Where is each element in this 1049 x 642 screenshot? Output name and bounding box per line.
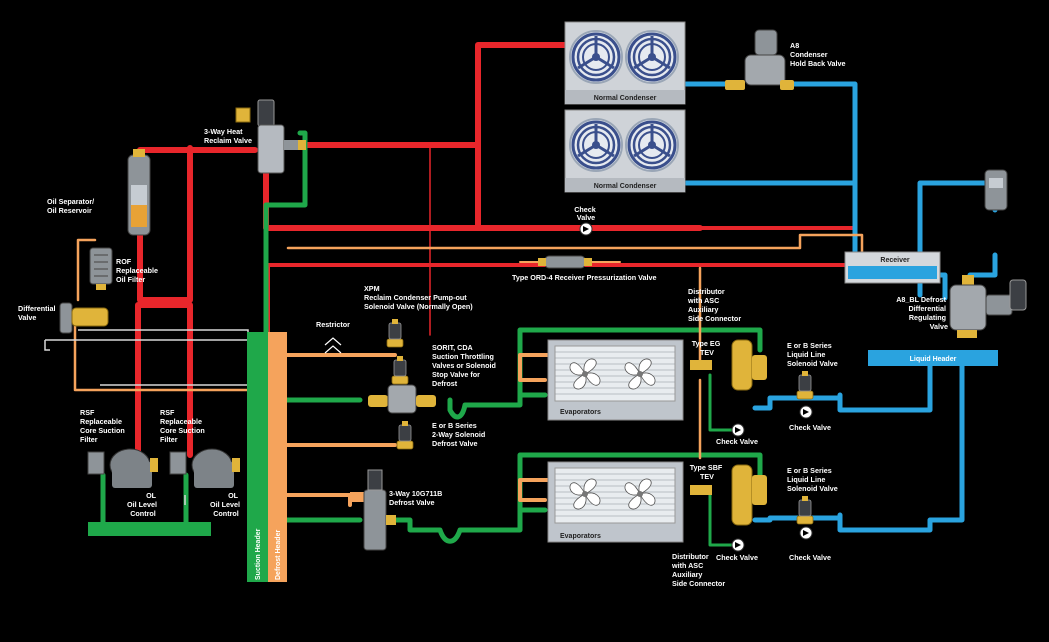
normal-condenser-bottom — [564, 109, 686, 193]
receiver-label: Receiver — [880, 257, 909, 264]
differential-valve-label: Differential Valve — [18, 304, 58, 322]
a8-hold-back-valve — [725, 29, 794, 90]
three-way-heat-label: 3-Way Heat Reclaim Valve — [204, 127, 252, 145]
hot-gas-line-receiver — [266, 226, 857, 347]
check-valve-4-label: Check Valve — [789, 553, 831, 562]
suction-header — [247, 332, 268, 582]
liquid-header-label: Liquid Header — [910, 356, 957, 363]
compressor-1 — [87, 448, 158, 488]
sorit-suction-throttling-valve — [368, 355, 436, 414]
liquid-line-solenoid-bottom — [796, 495, 814, 525]
check-valve-4 — [799, 526, 813, 540]
ol-2-label: OL Oil Level Control — [210, 491, 242, 518]
oil-separator-label: Oil Separator/ Oil Reservoir — [47, 197, 96, 215]
sorit-label: SORIT, CDA Suction Throttling Valves or … — [432, 343, 498, 388]
evaporator-top — [547, 339, 684, 421]
liquid-line-bottom-label: E or B Series Liquid Line Solenoid Valve — [787, 466, 838, 493]
type-eg-label: Type EG TEV — [692, 339, 723, 357]
rsf-2-label: RSF Replaceable Core Suction Filter — [160, 408, 207, 444]
type-eg-tev — [690, 339, 767, 391]
suction-line-bottom — [284, 452, 763, 544]
normal-condenser-top — [564, 21, 686, 105]
liquid-header — [868, 350, 998, 366]
restrictor — [324, 337, 342, 354]
ord4-receiver-pressurization-valve — [538, 255, 592, 269]
type-sbf-label: Type SBF TEV — [690, 463, 725, 481]
defrost-header-label: Defrost Header — [275, 530, 282, 580]
ord4-label: Type ORD-4 Receiver Pressurization Valve — [512, 273, 656, 282]
three-way-10g711b-valve — [350, 469, 396, 551]
defrost-line — [285, 353, 550, 507]
condenser-bottom-label: Normal Condenser — [594, 183, 657, 190]
three-way-10g-label: 3-Way 10G711B Defrost Valve — [389, 489, 444, 507]
liquid-line-top — [683, 81, 858, 258]
check-valve-top — [579, 222, 593, 236]
rof-oil-filter — [89, 247, 113, 290]
two-way-defrost-solenoid — [396, 420, 414, 450]
check-valve-2-label: Check Valve — [789, 423, 831, 432]
ol-1-label: OL Oil Level Control — [127, 491, 159, 518]
check-valve-3-label: Check Valve — [716, 553, 758, 562]
a8-label: A8 Condenser Hold Back Valve — [790, 41, 846, 68]
suction-line-top — [263, 130, 763, 420]
rsf-1-label: RSF Replaceable Core Suction Filter — [80, 408, 127, 444]
check-valve-2 — [799, 405, 813, 419]
distributor-top-label: Distributor with ASC Auxiliary Side Conn… — [687, 287, 741, 323]
liquid-line-solenoid-top — [796, 370, 814, 400]
check-valve-3 — [731, 538, 745, 552]
liquid-line-filter-drier — [984, 169, 1008, 211]
compressor-2 — [169, 448, 240, 488]
evaporator-bottom-label: Evaporators — [560, 533, 601, 540]
oil-separator — [127, 149, 151, 236]
evaporator-top-label: Evaporators — [560, 409, 601, 416]
liquid-line-header — [752, 357, 965, 533]
check-valve-top-label: Check Valve — [574, 205, 598, 222]
rof-label: ROF Replaceable Oil Filter — [116, 257, 160, 284]
differential-valve — [59, 302, 109, 334]
xpm-label: XPM Reclaim Condenser Pump-out Solenoid … — [364, 284, 473, 311]
two-way-solenoid-label: E or B Series 2-Way Solenoid Defrost Val… — [432, 421, 487, 448]
evaporator-bottom — [547, 461, 684, 543]
condenser-top-label: Normal Condenser — [594, 95, 657, 102]
xpm-solenoid-valve — [386, 318, 404, 348]
liquid-line-top-label: E or B Series Liquid Line Solenoid Valve — [787, 341, 838, 368]
check-valve-1-label: Check Valve — [716, 437, 758, 446]
type-sbf-tev — [690, 464, 767, 526]
defrost-header — [268, 332, 287, 582]
hot-gas-line-separator — [137, 145, 258, 303]
a8bl-defrost-regulating-valve — [949, 275, 1027, 338]
suction-header-label: Suction Header — [255, 528, 262, 580]
check-valve-1 — [731, 423, 745, 437]
a8bl-label: A8_BL Defrost Differential Regulating Va… — [896, 295, 948, 331]
suction-line-compressors — [100, 472, 189, 525]
restrictor-label: Restrictor — [316, 320, 350, 329]
distributor-bottom-label: Distributor with ASC Auxiliary Side Conn… — [671, 552, 725, 588]
oil-equalizer-header — [88, 522, 211, 536]
oil-line — [73, 233, 864, 460]
suction-line-evaporator — [708, 373, 737, 547]
three-way-heat-reclaim-valve — [235, 99, 306, 174]
receiver — [844, 251, 941, 284]
